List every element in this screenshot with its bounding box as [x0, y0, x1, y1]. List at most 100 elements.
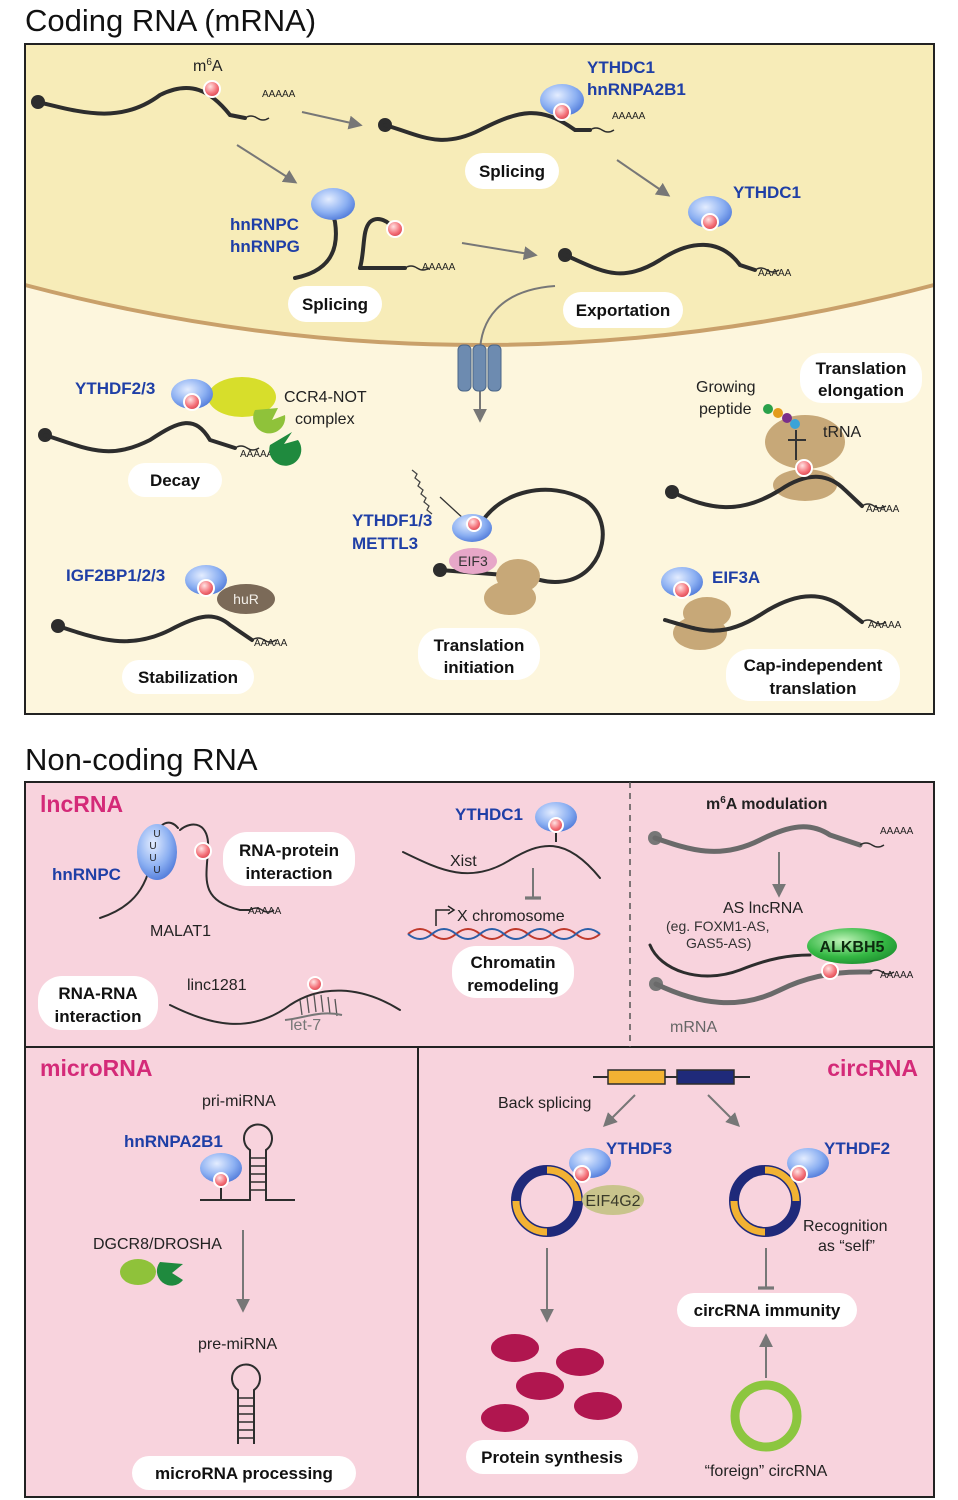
svg-text:Chromatin: Chromatin — [471, 953, 556, 972]
rna-rna-pill — [38, 976, 158, 1030]
protein-synthesis-pill — [466, 1440, 638, 1474]
stabilization-pill — [122, 660, 254, 694]
hur-label: huR — [233, 591, 259, 607]
ythdf3-label: YTHDF3 — [606, 1139, 672, 1158]
svg-text:as “self”: as “self” — [818, 1238, 875, 1255]
foreign-circrna-icon — [730, 1380, 802, 1452]
arrow — [461, 242, 538, 261]
svg-text:Splicing: Splicing — [479, 162, 545, 181]
ythdc1-label: YTHDC1 — [733, 183, 801, 202]
chromatin-pill — [452, 946, 574, 998]
svg-text:circRNA immunity: circRNA immunity — [694, 1301, 841, 1320]
m6a-mark-icon — [386, 220, 404, 238]
ribosome-small-icon — [673, 616, 727, 650]
arrow — [236, 144, 298, 184]
ribosome-large-icon — [765, 415, 845, 469]
m6a-mark-icon — [553, 103, 571, 121]
mrna-label: mRNA — [670, 1019, 717, 1036]
svg-text:Exportation: Exportation — [576, 301, 670, 320]
m6a-mark-icon — [821, 962, 839, 980]
svg-text:AAAAA: AAAAA — [612, 111, 646, 122]
nuclear-pore-icon — [457, 344, 502, 392]
m6a-modulation-heading: m6A modulation — [706, 795, 827, 813]
translation-initiation-pill — [418, 628, 540, 680]
ythdc1-export: YTHDC1 AAAAA Exportation — [558, 183, 801, 328]
svg-text:GAS5-AS): GAS5-AS) — [686, 935, 751, 951]
cap-independent-pill — [726, 649, 900, 701]
splicing-pill — [288, 286, 382, 322]
arrow — [301, 111, 363, 130]
svg-text:peptide: peptide — [699, 401, 752, 418]
malat1-label: MALAT1 — [150, 923, 211, 940]
circrna-panel: circRNA Back splicing YTHDF3 EIF4G2 Prot… — [466, 1055, 918, 1480]
igf2bp-label: IGF2BP1/2/3 — [66, 566, 165, 585]
svg-text:AAAAA: AAAAA — [866, 504, 900, 515]
translation-elongation-pill — [800, 353, 922, 403]
ythdc1-label: YTHDC1 — [587, 58, 655, 77]
svg-text:Protein synthesis: Protein synthesis — [481, 1448, 623, 1467]
circrna-immunity-pill — [677, 1293, 857, 1327]
m6a-mark-icon — [466, 516, 482, 532]
m6a-mark-icon — [548, 817, 564, 833]
svg-text:AAAAA: AAAAA — [248, 906, 282, 917]
hnrnpc-label: hnRNPC — [230, 215, 299, 234]
arrow — [707, 1094, 740, 1127]
svg-text:(eg. FOXM1-AS,: (eg. FOXM1-AS, — [666, 918, 769, 934]
svg-text:AS lncRNA: AS lncRNA — [723, 900, 803, 917]
pri-mirna-hairpin-icon — [200, 1123, 295, 1201]
hnrnpc-protein-icon — [137, 824, 177, 880]
noncoding-panel-bg — [24, 781, 935, 1498]
svg-text:interaction: interaction — [246, 864, 333, 883]
ythdf2-label: YTHDF2 — [824, 1139, 890, 1158]
let7-label: let-7 — [290, 1017, 321, 1034]
nucleus-area — [25, 44, 934, 345]
svg-text:initiation: initiation — [444, 658, 515, 677]
polya-label: AAAAA — [262, 89, 296, 100]
translation-initiation-group: YTHDF1/3 METTL3 EIF3 Translation initiat… — [352, 469, 605, 680]
pacman-icon — [269, 432, 302, 466]
eif4g2-icon — [582, 1185, 644, 1215]
svg-text:AAAAA: AAAAA — [240, 449, 274, 460]
svg-text:U: U — [149, 841, 156, 852]
m6a-mark-icon — [701, 213, 719, 231]
coding-panel-border — [24, 43, 935, 715]
svg-text:CCR4-NOT: CCR4-NOT — [284, 389, 367, 406]
svg-text:U: U — [153, 829, 160, 840]
trna-icon — [788, 430, 806, 460]
exon-1-icon — [607, 1069, 666, 1085]
svg-text:remodeling: remodeling — [467, 976, 559, 995]
hnrnpc-label: hnRNPC — [52, 865, 121, 884]
reader-protein-icon — [540, 84, 584, 116]
svg-text:tRNA: tRNA — [823, 424, 862, 441]
exon-2-icon — [676, 1069, 735, 1085]
svg-text:AAAAA: AAAAA — [422, 262, 456, 273]
back-splicing-label: Back splicing — [498, 1095, 591, 1112]
rna-protein-pill — [223, 832, 355, 886]
svg-text:Recognition: Recognition — [803, 1218, 888, 1235]
ythdc1-label: YTHDC1 — [455, 805, 523, 824]
hur-protein-icon — [217, 584, 275, 614]
hnrnpg-label: hnRNPG — [230, 237, 300, 256]
m6a-mark-icon — [307, 976, 323, 992]
decay-pill — [128, 463, 222, 497]
svg-text:AAAAA: AAAAA — [254, 638, 288, 649]
hnrnpc-splicing: hnRNPC hnRNPG AAAAA Splicing — [230, 188, 456, 322]
m6a-label: m6A — [193, 57, 223, 75]
pri-mirna-label: pri-miRNA — [202, 1093, 276, 1110]
m6a-mark-icon — [213, 1172, 229, 1188]
pacman-icon — [253, 408, 286, 434]
m6a-mark-icon — [673, 581, 691, 599]
svg-text:Growing: Growing — [696, 379, 756, 396]
exportation-pill — [563, 292, 683, 328]
m6a-mark-icon — [197, 579, 215, 597]
svg-text:elongation: elongation — [818, 381, 904, 400]
m6a-mark-icon — [795, 459, 813, 477]
svg-text:AAAAA: AAAAA — [880, 826, 914, 837]
mrna-strand — [36, 85, 247, 120]
svg-text:Stabilization: Stabilization — [138, 668, 238, 687]
lncrna-panel: lncRNA hnRNPC AAAAA U U U U RNA-protein … — [38, 791, 601, 1034]
svg-text:translation: translation — [770, 679, 857, 698]
alkbh5-protein-icon — [807, 928, 897, 964]
svg-text:RNA-RNA: RNA-RNA — [58, 984, 137, 1003]
